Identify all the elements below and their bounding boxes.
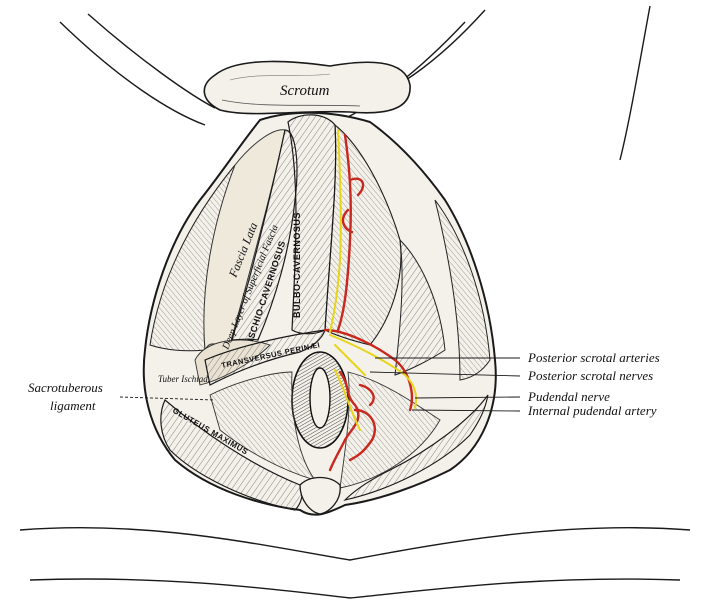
label-posterior-scrotal-nerves: Posterior scrotal nerves (527, 368, 653, 383)
label-pudendal-nerve: Pudendal nerve (527, 389, 610, 404)
gluteus-maximus-right (343, 394, 489, 501)
nerves (329, 129, 418, 431)
right-lateral-band (394, 238, 446, 376)
anus (291, 351, 349, 449)
scrotum (203, 60, 411, 115)
leader-lines (119, 357, 521, 412)
gluteus-maximus-muscle (160, 399, 303, 511)
body-outline (19, 5, 691, 599)
label-bulbo-cavernosus: BULBO-CAVERNOSUS (292, 212, 302, 318)
ischiorectal-fossa-right (339, 371, 441, 489)
label-posterior-scrotal-arteries: Posterior scrotal arteries (527, 350, 660, 365)
label-sacrotuberous-2: ligament (50, 398, 96, 413)
ischiorectal-fossa (209, 371, 317, 481)
label-tuber-ischiad: Tuber Ischiad. (158, 374, 210, 384)
transversus-perinaei-muscle (204, 329, 326, 386)
arteries (323, 133, 414, 472)
label-sacrotuberous-1: Sacrotuberous (28, 380, 103, 395)
coccyx (299, 476, 341, 515)
label-internal-pudendal-artery: Internal pudendal artery (527, 403, 657, 418)
label-scrotum: Scrotum (280, 83, 330, 99)
